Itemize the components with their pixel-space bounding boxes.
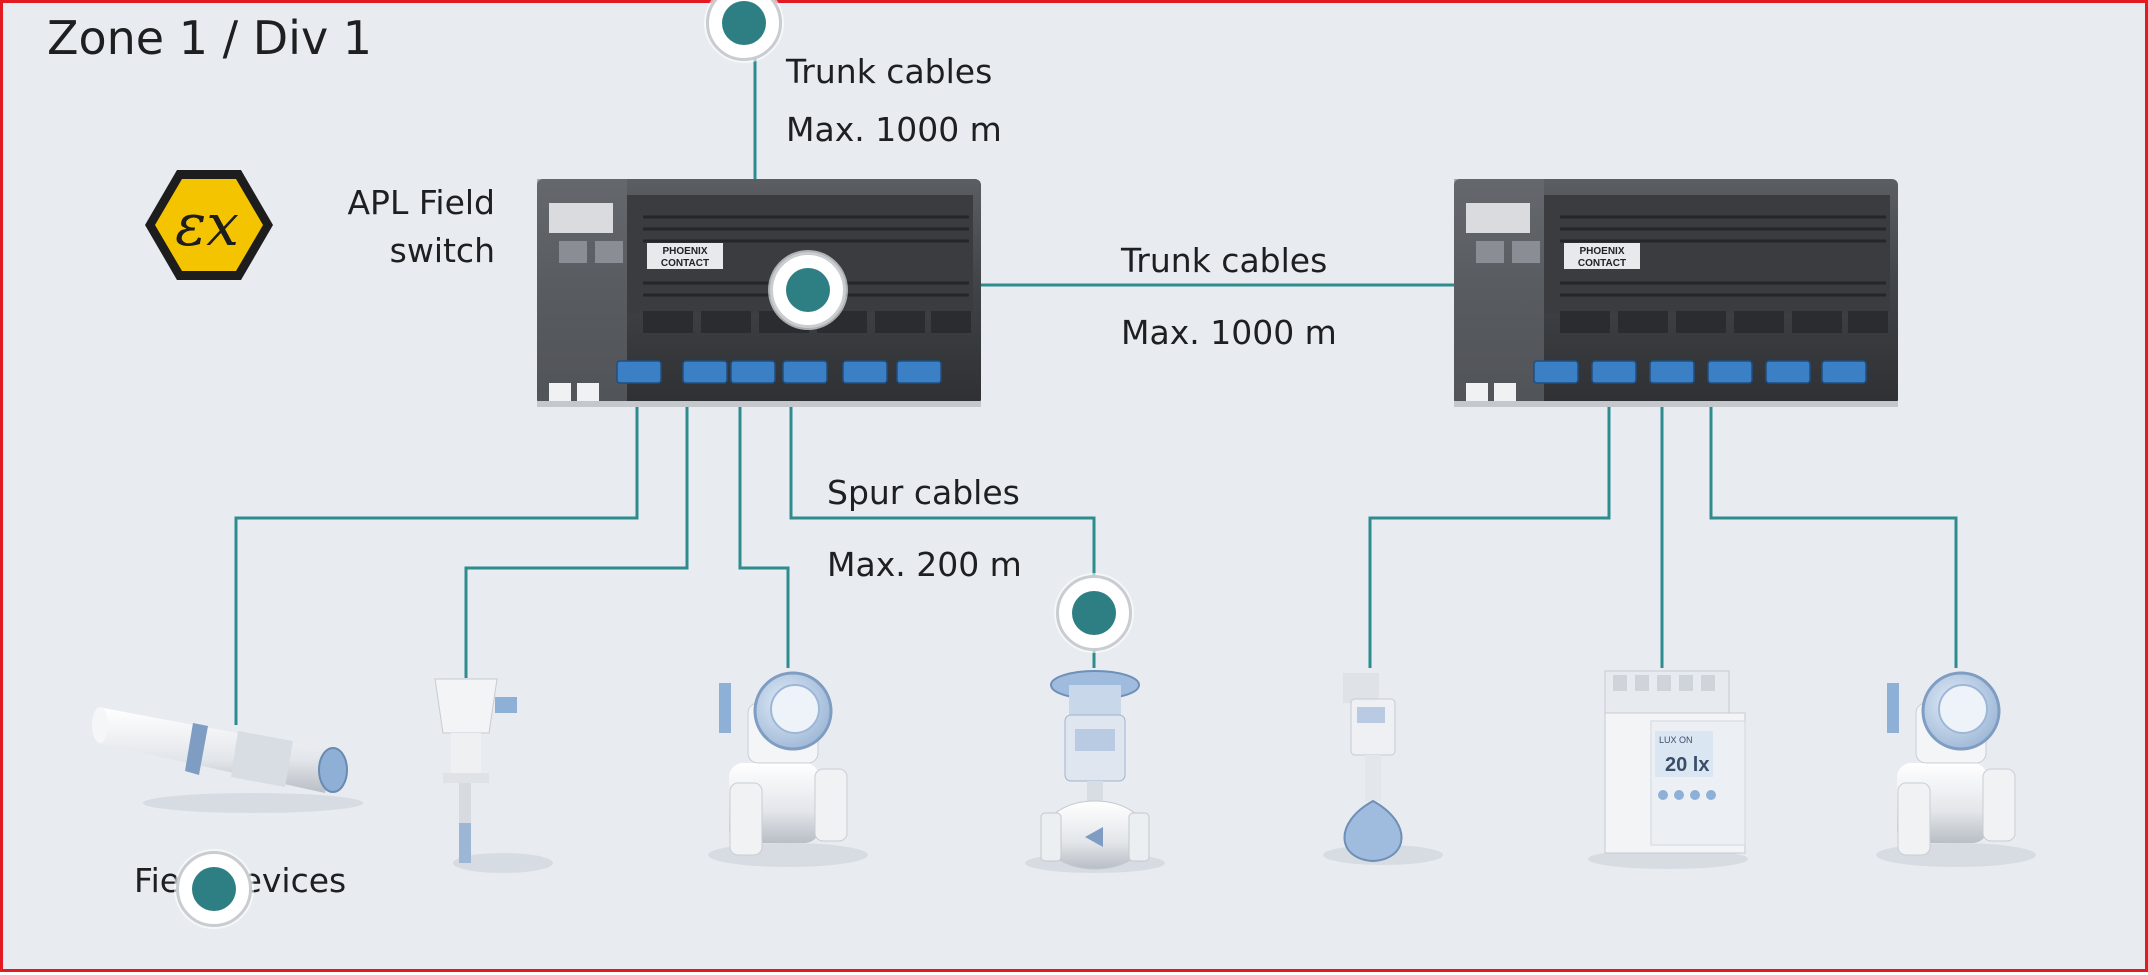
cable-lines (234, 17, 1958, 725)
spur-cable-label: Spur cables Max. 200 m (827, 457, 1022, 601)
zone-title: Zone 1 / Div 1 (47, 11, 373, 65)
apl-field-switch-2: PHOENIX CONTACT (1454, 179, 1898, 407)
spur-line2: Max. 200 m (827, 545, 1022, 584)
apl-field-switch-1: PHOENIX CONTACT (537, 179, 981, 407)
spur-cable-7 (1709, 403, 1958, 668)
apl-switch-label-line2: switch (389, 231, 495, 270)
switch-2-brand-line1: PHOENIX (1579, 246, 1624, 257)
switch-2-brand-line2: CONTACT (1578, 258, 1626, 269)
ex-hazard-icon: εx (145, 170, 273, 280)
apl-switch-label-line1: APL Field (347, 183, 495, 222)
diagram-canvas: εx PHOENIX CONTACT (92, 17, 2036, 873)
switch-1-brand-line2: CONTACT (661, 258, 709, 269)
display-controller-icon: LUX ON 20 lx (1588, 670, 1748, 869)
flowmeter-icon (708, 671, 868, 867)
switch-1-brand-line1: PHOENIX (662, 246, 707, 257)
level-sensor-icon (1323, 673, 1443, 865)
trunk-top-line1: Trunk cables (786, 52, 993, 91)
temperature-sensor-icon (434, 678, 553, 873)
trunk-mid-line1: Trunk cables (1121, 241, 1328, 280)
apl-switch-label: APL Field switch (347, 179, 495, 275)
spur-cable-2 (464, 403, 689, 678)
display-line2: 20 lx (1665, 754, 1709, 776)
svg-text:εx: εx (175, 191, 239, 259)
hotspot-trunk-cable[interactable] (706, 0, 782, 61)
spur-cable-1 (234, 403, 639, 725)
spur-cable-3 (738, 403, 790, 668)
spur-line1: Spur cables (827, 473, 1020, 512)
hotspot-apl-field-switch[interactable] (770, 252, 846, 328)
trunk-cable-mid-label: Trunk cables Max. 1000 m (1121, 225, 1337, 369)
hotspot-field-devices[interactable] (176, 851, 252, 927)
hotspot-control-valve[interactable] (1056, 575, 1132, 651)
control-valve-icon (1025, 670, 1165, 873)
spur-cable-5 (1368, 403, 1611, 668)
sensor-probe-icon (92, 707, 363, 813)
trunk-top-line2: Max. 1000 m (786, 110, 1002, 149)
trunk-cable-top-label: Trunk cables Max. 1000 m (786, 43, 1002, 159)
display-line1: LUX ON (1659, 735, 1693, 745)
flowmeter-icon-2 (1876, 671, 2036, 867)
trunk-mid-line2: Max. 1000 m (1121, 313, 1337, 352)
